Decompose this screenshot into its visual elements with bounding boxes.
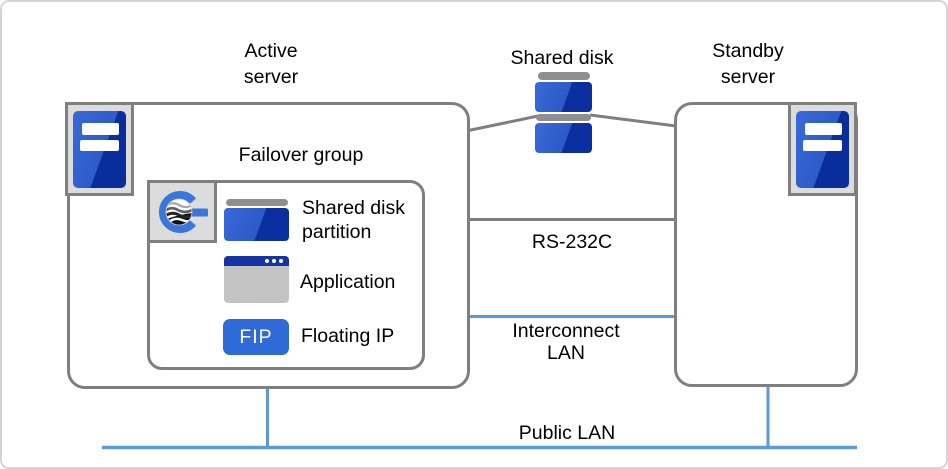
application-label-text: Application	[300, 271, 396, 293]
standby-server-icon	[788, 102, 857, 196]
application-icon-titlebar	[224, 256, 289, 266]
active-server-title: Active server	[221, 38, 321, 90]
server-icon-slot	[82, 122, 119, 135]
shared-disk-link-right	[589, 113, 677, 128]
server-icon-body	[73, 110, 126, 188]
application-label: Application	[300, 270, 395, 294]
fip-badge: FIP	[223, 319, 289, 355]
public-lan-label-text: Public LAN	[518, 422, 616, 444]
shared-disk-partition-label-line2: partition	[302, 221, 372, 243]
failover-group-title: Failover group	[162, 142, 440, 168]
window-dot-icon	[279, 259, 283, 263]
server-icon-body	[796, 110, 849, 188]
shared-disk-link-left	[465, 114, 539, 133]
server-icon-slot	[805, 122, 842, 135]
standby-server-title: Standby server	[698, 38, 798, 90]
floating-ip-label: Floating IP	[301, 324, 394, 348]
standby-server-title-line1: Standby	[712, 40, 784, 62]
server-icon-slot	[803, 139, 842, 151]
public-lan-label: Public LAN	[467, 420, 667, 446]
disk-partition-icon	[224, 208, 289, 241]
interconnect-lan-label: Interconnect LAN	[466, 320, 666, 364]
active-server-icon	[65, 102, 134, 196]
rs232c-label: RS-232C	[470, 229, 674, 255]
shared-disk-title-text: Shared disk	[510, 47, 614, 69]
active-server-title-line1: Active	[244, 40, 298, 62]
shared-disk-icon	[535, 82, 592, 112]
interconnect-lan-label-line2: LAN	[547, 342, 585, 364]
fip-badge-text: FIP	[239, 325, 273, 348]
cluster-logo-glyph	[159, 190, 208, 233]
rs232c-label-text: RS-232C	[531, 231, 613, 253]
failover-group-title-text: Failover group	[238, 144, 364, 166]
interconnect-lan-label-line1: Interconnect	[512, 320, 620, 342]
shared-disk-partition-label: Shared disk partition	[302, 196, 405, 244]
server-icon-slot	[80, 139, 119, 151]
standby-server-title-line2: server	[720, 66, 776, 88]
shared-disk-partition-label-line1: Shared disk	[302, 197, 405, 219]
active-server-title-line2: server	[243, 66, 299, 88]
shared-disk-title: Shared disk	[462, 45, 662, 71]
floating-ip-label-text: Floating IP	[301, 325, 395, 347]
shared-disk-icon	[535, 123, 592, 153]
cluster-logo-icon	[147, 180, 217, 243]
application-icon	[224, 256, 289, 303]
window-dot-icon	[265, 259, 269, 263]
shared-disk-icon	[538, 72, 590, 80]
disk-partition-icon	[226, 199, 288, 206]
shared-disk-icon	[536, 114, 591, 121]
application-icon-body	[224, 266, 289, 303]
window-dot-icon	[272, 259, 276, 263]
